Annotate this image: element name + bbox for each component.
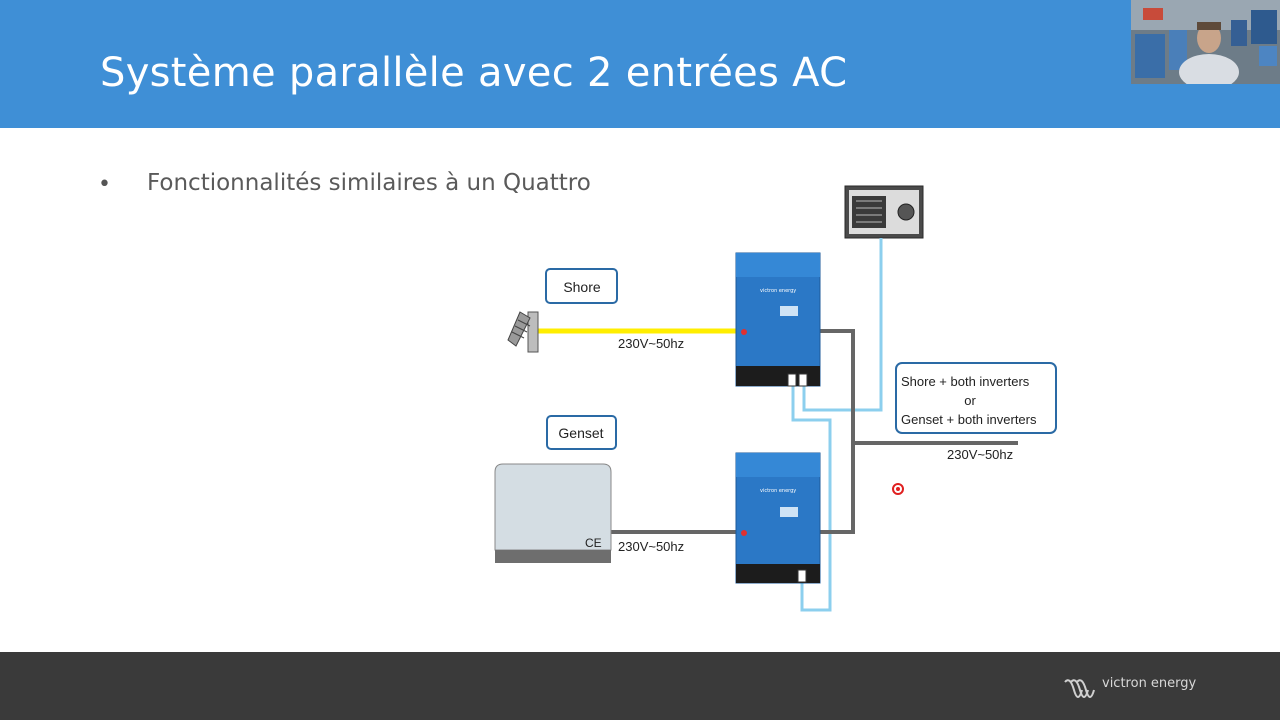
bullet-text: Fonctionnalités similaires à un Quattro	[147, 170, 591, 196]
genset-ce-mark: CE	[585, 536, 602, 550]
victron-logo: victron energy	[1062, 676, 1212, 706]
callout-line-3: Genset + both inverters	[901, 412, 1037, 427]
shore-label: Shore	[545, 268, 618, 304]
callout-line-1: Shore + both inverters	[901, 374, 1030, 389]
shore-voltage-label: 230V~50hz	[618, 336, 684, 351]
inverter-bottom: victron energy	[735, 452, 821, 584]
genset-label: Genset	[546, 415, 617, 450]
victron-logo-text: victron energy	[1102, 676, 1197, 691]
webcam-thumbnail	[1131, 0, 1280, 84]
shore-plug-icon	[507, 311, 539, 353]
shore-label-text: Shore	[563, 279, 601, 295]
genset-voltage-label: 230V~50hz	[618, 539, 684, 554]
communication-cables	[791, 238, 883, 612]
inverter-top-brand: victron energy	[760, 288, 796, 294]
bullet-marker: •	[98, 172, 111, 197]
wiring-diagram: Shore 230V~50hz Genset CE 230V~50hz vict…	[494, 185, 1057, 612]
footer-bar: victron energy	[0, 652, 1280, 720]
inverter-bottom-brand: victron energy	[760, 488, 796, 494]
genset-unit-icon: CE	[494, 463, 612, 563]
genset-label-text: Genset	[558, 425, 603, 441]
callout-line-2: or	[964, 393, 976, 408]
output-voltage-label: 230V~50hz	[947, 447, 1013, 462]
slide-title: Système parallèle avec 2 entrées AC	[100, 50, 848, 96]
inverter-top: victron energy	[735, 252, 821, 387]
output-callout: Shore + both inverters or Genset + both …	[895, 362, 1057, 434]
title-bar: Système parallèle avec 2 entrées AC	[0, 0, 1280, 128]
laser-pointer-icon	[892, 483, 904, 495]
ac-output-cables	[820, 329, 1018, 534]
remote-control-panel	[844, 185, 924, 239]
victron-logo-icon	[1064, 679, 1095, 698]
